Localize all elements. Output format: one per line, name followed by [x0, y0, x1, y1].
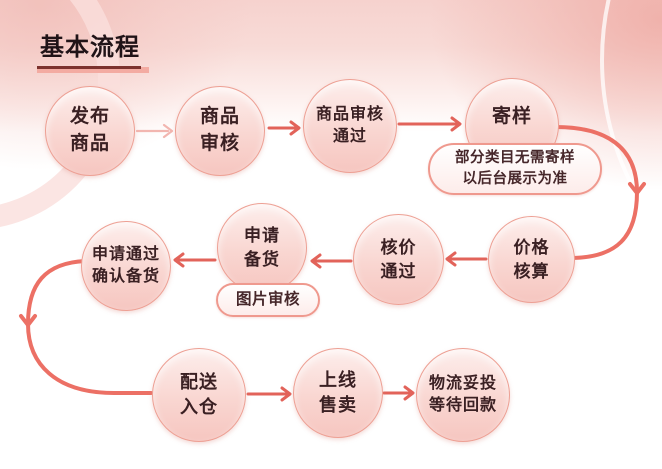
node-label-apply-stocking: 申请 备货: [244, 226, 280, 269]
title-block: 基本流程: [37, 27, 149, 73]
flow-node-online-sale: 上线 售卖: [293, 348, 383, 438]
node-label-publish-product: 发布 商品: [69, 106, 110, 154]
flow-node-product-review: 商品 审核: [175, 86, 265, 176]
page-title: 基本流程: [37, 27, 149, 73]
node-label-delivery-to-warehouse: 配送 入仓: [180, 371, 218, 417]
arrow-applystock-to-confirm: [173, 252, 217, 268]
flow-node-price-accounting: 价格 核算: [488, 216, 575, 303]
flow-node-apply-stocking: 申请 备货: [217, 203, 307, 293]
arrow-review-to-passed: [267, 120, 301, 136]
node-label-delivered-await-payment: 物流妥投 等待回款: [428, 374, 497, 414]
curve-confirm-to-warehouse: [19, 259, 153, 395]
note-image-review: 图片审核: [216, 283, 320, 317]
note-label-image-review: 图片审核: [235, 290, 300, 308]
arrow-passed-to-sample: [397, 116, 462, 132]
node-label-send-sample: 寄样: [491, 105, 532, 127]
node-label-review-passed: 商品审核 通过: [315, 105, 384, 145]
node-label-price-check-passed: 核价 通过: [380, 237, 417, 281]
arrow-accounting-to-pricepass: [445, 251, 488, 267]
note-label-sample-exemption: 部分类目无需寄样 以后台展示为准: [455, 149, 575, 187]
flow-node-delivered-await-payment: 物流妥投 等待回款: [416, 348, 510, 442]
node-label-product-review: 商品 审核: [199, 106, 240, 154]
flow-node-review-passed: 商品审核 通过: [303, 79, 397, 173]
curve-sample-to-accounting: [554, 125, 646, 260]
node-label-online-sale: 上线 售卖: [319, 369, 357, 415]
arrow-warehouse-to-onsale: [246, 386, 292, 402]
node-label-price-accounting: 价格 核算: [513, 237, 550, 281]
flow-node-approved-confirm-stocking: 申请通过 确认备货: [81, 221, 171, 311]
flow-node-price-check-passed: 核价 通过: [353, 214, 444, 305]
note-sample-exemption: 部分类目无需寄样 以后台展示为准: [428, 143, 602, 195]
flow-node-publish-product: 发布 商品: [45, 86, 135, 176]
arrow-publish-to-review: [135, 123, 174, 139]
arrow-pricepass-to-applystock: [310, 253, 353, 269]
node-label-approved-confirm-stocking: 申请通过 确认备货: [91, 245, 160, 285]
arrow-onsale-to-payment: [382, 385, 415, 401]
flow-node-delivery-to-warehouse: 配送 入仓: [152, 348, 246, 442]
